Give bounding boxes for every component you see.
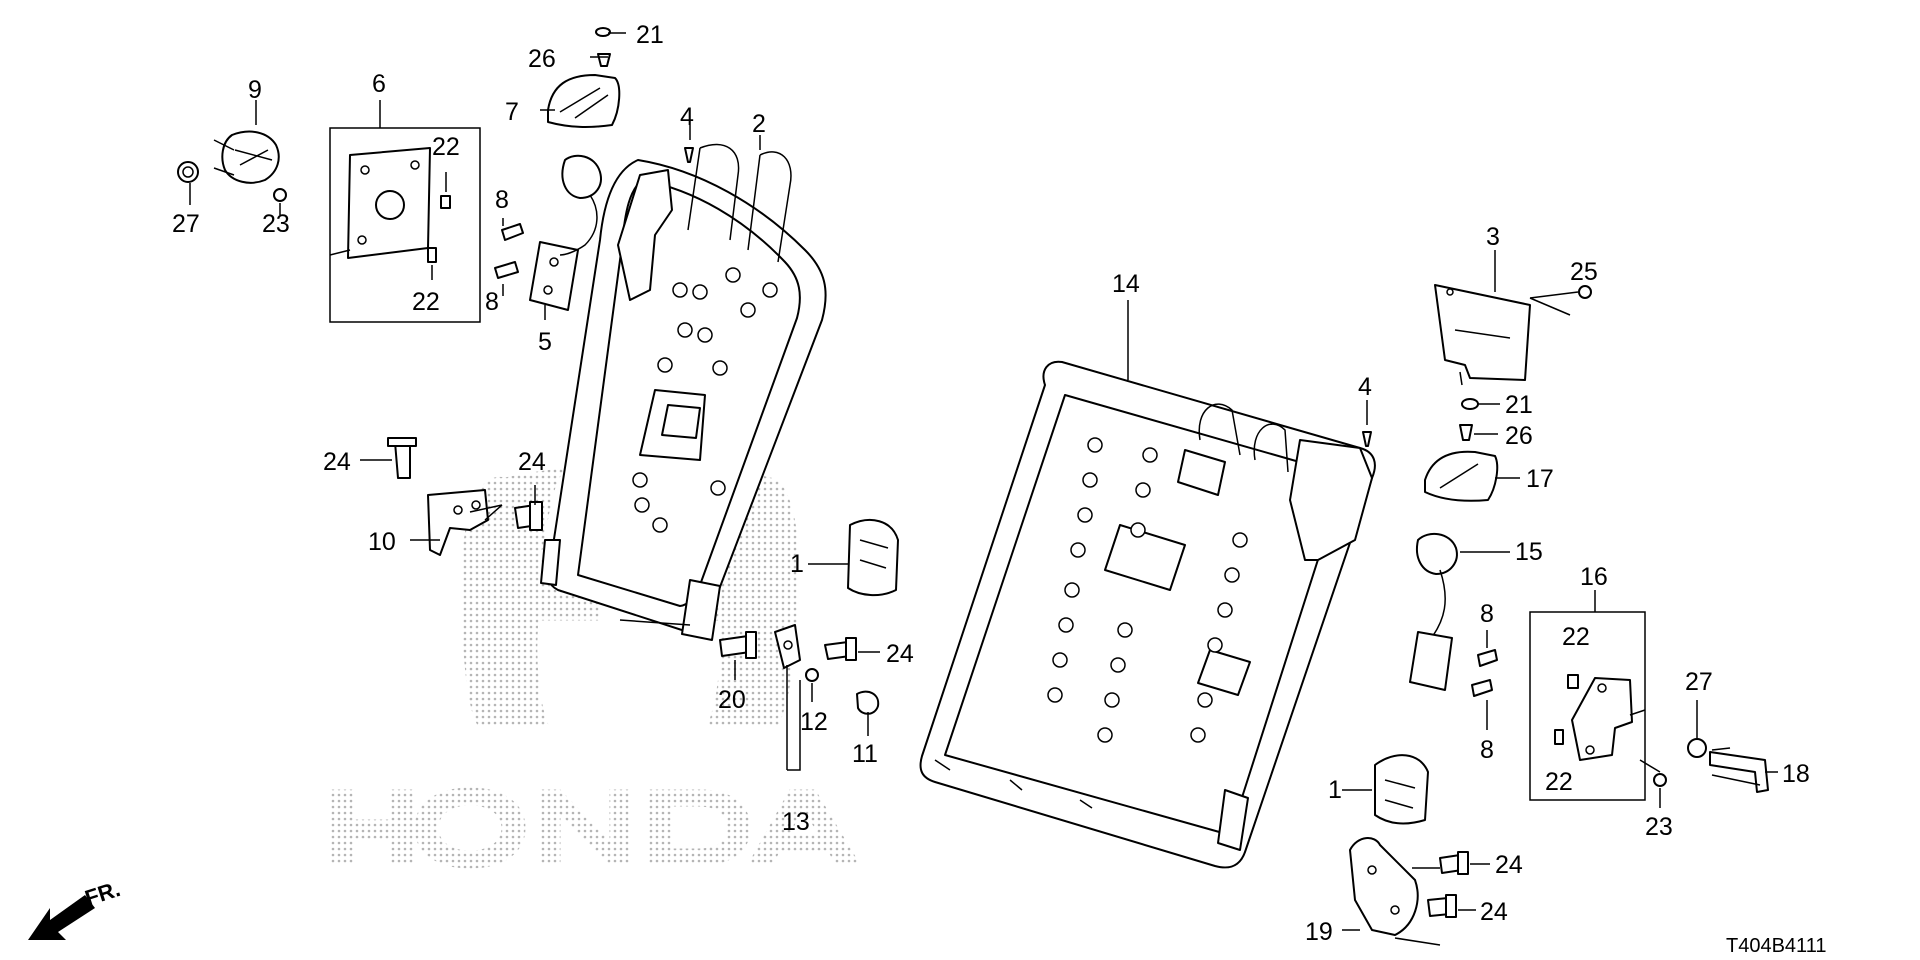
callout-24-upper-right: 24 bbox=[1495, 851, 1523, 879]
callout-1-right: 1 bbox=[1328, 776, 1342, 804]
part-27-cap-left bbox=[177, 161, 199, 183]
callout-21-top: 21 bbox=[636, 21, 664, 49]
callout-6: 6 bbox=[372, 70, 386, 98]
part-4-clip-left bbox=[684, 147, 694, 163]
part-24-bolts-right bbox=[1427, 851, 1469, 918]
callout-8-lower-left: 8 bbox=[485, 288, 499, 316]
part-15-latch bbox=[1409, 532, 1458, 691]
callout-24-lower-right: 24 bbox=[1480, 898, 1508, 926]
leader-lines bbox=[189, 32, 1778, 946]
callout-12: 12 bbox=[800, 708, 828, 736]
callout-8-upper-right: 8 bbox=[1480, 600, 1494, 628]
part-16-lever-assembly bbox=[1554, 674, 1633, 761]
callout-26-top: 26 bbox=[528, 45, 556, 73]
callout-24-upper-left: 24 bbox=[323, 448, 351, 476]
part-23-clip-left bbox=[273, 188, 287, 202]
part-26-screw-right bbox=[1459, 424, 1473, 441]
part-24-bolts-left bbox=[387, 437, 543, 531]
callout-17: 17 bbox=[1526, 465, 1554, 493]
part-7-escutcheon bbox=[547, 74, 621, 128]
callout-27-left: 27 bbox=[172, 210, 200, 238]
callout-24-center: 24 bbox=[886, 640, 914, 668]
part-23-clip-right bbox=[1653, 773, 1667, 787]
part-5-latch bbox=[529, 154, 602, 311]
callout-8-lower-right: 8 bbox=[1480, 736, 1494, 764]
callout-labels: 21 26 7 4 2 9 6 22 27 23 8 22 8 5 24 24 … bbox=[82, 21, 1827, 957]
part-3-panel bbox=[1434, 284, 1531, 381]
callout-24-mid-left: 24 bbox=[518, 448, 546, 476]
callout-13: 13 bbox=[782, 808, 810, 836]
callout-14: 14 bbox=[1112, 270, 1140, 298]
callout-27-right: 27 bbox=[1685, 668, 1713, 696]
callout-18: 18 bbox=[1782, 760, 1810, 788]
callout-15: 15 bbox=[1515, 538, 1543, 566]
part-25-screw bbox=[1578, 285, 1592, 299]
part-26-screw-top-left bbox=[597, 53, 611, 67]
callout-22-upper-right: 22 bbox=[1562, 623, 1590, 651]
part-6-lever-assembly bbox=[347, 147, 451, 263]
left-seatback-frame bbox=[540, 143, 827, 641]
part-8-bolts-left bbox=[494, 223, 524, 279]
callout-23-right: 23 bbox=[1645, 813, 1673, 841]
callout-9: 9 bbox=[248, 76, 262, 104]
callout-20: 20 bbox=[718, 686, 746, 714]
part-27-cap-right bbox=[1687, 738, 1707, 758]
part-21-washer-right bbox=[1461, 398, 1479, 410]
part-4-clip-right bbox=[1362, 431, 1372, 447]
part-1-cover-right bbox=[1374, 754, 1429, 825]
part-17-escutcheon bbox=[1424, 450, 1499, 502]
callout-22-upper-left: 22 bbox=[432, 133, 460, 161]
callout-11: 11 bbox=[852, 740, 878, 768]
front-direction-arrow-icon bbox=[28, 895, 95, 940]
part-9-recliner-knob bbox=[221, 130, 280, 184]
callout-5: 5 bbox=[538, 328, 552, 356]
callout-8-upper-left: 8 bbox=[495, 186, 509, 214]
front-indicator-label: FR. bbox=[82, 876, 123, 911]
part-21-washer-top-left bbox=[595, 27, 611, 37]
part-1-cover-left bbox=[847, 519, 899, 596]
callout-25: 25 bbox=[1570, 258, 1598, 286]
right-seatback-frame bbox=[919, 360, 1376, 869]
callout-4-right: 4 bbox=[1358, 373, 1372, 401]
part-8-bolts-right bbox=[1471, 649, 1498, 697]
part-13-hinge-bracket bbox=[774, 624, 857, 682]
callout-3: 3 bbox=[1486, 223, 1500, 251]
diagram-code: T404B4111 bbox=[1726, 935, 1826, 957]
callout-19: 19 bbox=[1305, 918, 1333, 946]
callout-10: 10 bbox=[368, 528, 396, 556]
part-18-lever bbox=[1709, 751, 1769, 793]
honda-logo-watermark bbox=[329, 465, 861, 869]
part-19-bracket bbox=[1349, 837, 1419, 936]
callout-4-left: 4 bbox=[680, 103, 694, 131]
callout-26-right: 26 bbox=[1505, 422, 1533, 450]
part-20-bolt bbox=[719, 631, 757, 659]
part-11-cap bbox=[856, 690, 880, 715]
callout-1-left: 1 bbox=[790, 550, 804, 578]
callout-7: 7 bbox=[505, 98, 519, 126]
part-10-bracket bbox=[427, 489, 489, 556]
callout-23-left: 23 bbox=[262, 210, 290, 238]
callout-21-right: 21 bbox=[1505, 391, 1533, 419]
callout-22-lower-right: 22 bbox=[1545, 768, 1573, 796]
callout-16: 16 bbox=[1580, 563, 1608, 591]
callout-22-lower-left: 22 bbox=[412, 288, 440, 316]
callout-2: 2 bbox=[752, 110, 766, 138]
